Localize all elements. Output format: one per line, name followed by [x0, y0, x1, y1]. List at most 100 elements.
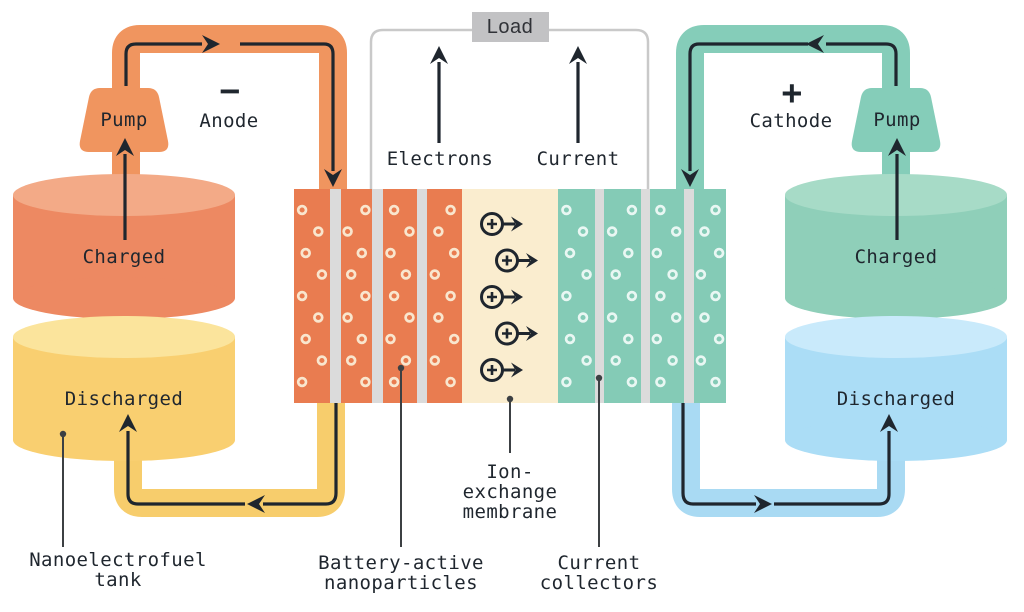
- right-pump-label: Pump: [873, 109, 921, 131]
- nanoparticle-icon: [345, 355, 357, 366]
- nanoparticle-icon: [448, 333, 460, 345]
- nanoparticle-icon: [429, 269, 441, 280]
- current-collector-stripes: [330, 189, 694, 403]
- nanoparticle-icon: [342, 312, 353, 323]
- nanoparticle-icon: [404, 226, 415, 237]
- nanoparticle-icon: [356, 333, 368, 345]
- nanoparticle-icon: [581, 269, 592, 280]
- left-discharged-tank: [13, 316, 235, 461]
- nanoparticle-icon: [342, 226, 353, 237]
- left-stack-to-tank-line-a: [263, 403, 338, 506]
- nanoparticle-icon: [655, 290, 666, 302]
- load-label: Load: [486, 16, 534, 38]
- arrow-up-icon: [116, 138, 134, 156]
- nanoparticle-icon: [345, 269, 357, 280]
- nanoparticle-icon: [385, 333, 396, 345]
- nanoparticle-icon: [695, 355, 707, 366]
- arrow-up-icon: [430, 46, 448, 64]
- nanoparticle-icon: [360, 204, 371, 216]
- right-charged-label: Charged: [854, 246, 938, 268]
- nanoparticle-icon: [667, 355, 678, 366]
- nanoparticle-icon: [360, 290, 371, 302]
- caption-line: collectors: [539, 572, 659, 594]
- current-label: Current: [536, 148, 620, 170]
- nanoparticle-icon: [695, 269, 707, 280]
- nanoparticle-icon: [445, 290, 456, 302]
- nanoelectrofuel-tank-caption: Nanoelectrofuel tank: [29, 550, 207, 590]
- arrow-left-icon: [806, 35, 824, 53]
- ions-layer: [480, 212, 538, 382]
- caption-leader-dots: [59, 364, 603, 438]
- nanoparticle-icon: [713, 333, 725, 345]
- cathode-plus-icon: +: [781, 73, 803, 113]
- nanoparticle-icon: [448, 247, 460, 259]
- nanoparticle-icon: [670, 226, 682, 237]
- nanoparticle-icon: [300, 333, 311, 345]
- left-pump: [79, 88, 169, 152]
- nanoparticle-icon: [296, 290, 308, 302]
- nanoparticle-icon: [577, 226, 589, 237]
- caption-line: tank: [94, 569, 142, 591]
- flow-arrowheads: [116, 35, 906, 513]
- caption-line: Nanoelectrofuel: [29, 549, 207, 571]
- nanoparticle-icon: [561, 290, 572, 302]
- nanoparticle-icon: [561, 376, 572, 388]
- nanoparticle-icon: [651, 333, 663, 345]
- right-discharged-tank: [785, 316, 1007, 461]
- nanoparticle-icon: [404, 312, 415, 323]
- cathode-label: Cathode: [749, 110, 833, 132]
- nanoparticle-icon: [626, 204, 638, 216]
- nanoparticle-icon: [710, 376, 721, 388]
- nanoparticle-icon: [670, 312, 682, 323]
- caption-line: membrane: [462, 501, 558, 523]
- caption-leader-lines: [62, 368, 600, 547]
- arrow-down-icon: [681, 169, 699, 187]
- right-stack-to-tank-line-b: [774, 431, 891, 506]
- flow-lines: [123, 42, 899, 506]
- nanoparticle-icon: [610, 269, 621, 280]
- nanoparticle-icon: [388, 204, 400, 216]
- nanoparticle-icon: [623, 247, 634, 259]
- nanoparticle-icon: [699, 226, 710, 237]
- nanoparticle-icon: [385, 247, 396, 259]
- nanoparticle-icon: [400, 355, 412, 366]
- nanoparticle-icon: [564, 333, 576, 345]
- nanoparticle-icon: [564, 247, 576, 259]
- nanoparticle-icon: [577, 312, 589, 323]
- nanoparticle-icon: [296, 376, 308, 388]
- nanoparticle-icon: [710, 290, 721, 302]
- nanoparticle-icon: [433, 312, 444, 323]
- nanoparticle-icon: [313, 312, 324, 323]
- left-stack-to-tank-line-b: [126, 431, 245, 506]
- arrow-right-icon: [754, 495, 772, 513]
- ion-plus-icon: [495, 248, 538, 273]
- nanoparticle-icon: [623, 333, 634, 345]
- left-discharged-tank-top: [13, 316, 235, 358]
- left-pump-to-stack-line-a: [124, 42, 202, 86]
- right-pump-to-stack-line-b: [688, 42, 808, 171]
- caption-line: Current: [557, 552, 641, 574]
- nanoparticle-icon: [445, 376, 456, 388]
- nanoparticle-icon: [655, 204, 666, 216]
- nanoparticle-icon: [655, 376, 666, 388]
- anode-minus-icon: −: [219, 71, 241, 111]
- arrow-up-icon: [119, 414, 137, 432]
- arrow-up-icon: [888, 138, 906, 156]
- ion-plus-icon: [495, 321, 538, 346]
- nanoparticles-layer: [296, 204, 725, 388]
- nanoparticle-icon: [606, 312, 618, 323]
- nanoparticle-icon: [713, 247, 725, 259]
- nanoparticle-icon: [388, 290, 400, 302]
- nanoparticle-icon: [356, 247, 368, 259]
- nanoparticle-icon: [300, 247, 311, 259]
- nanoparticle-icon: [316, 269, 328, 280]
- electrons-label: Electrons: [386, 148, 494, 170]
- nanoparticle-icon: [699, 312, 710, 323]
- left-charged-label: Charged: [82, 246, 166, 268]
- nanoparticle-icon: [581, 355, 592, 366]
- nanoparticle-icon: [606, 226, 618, 237]
- nanoparticle-icon: [400, 269, 412, 280]
- arrow-up-icon: [880, 414, 898, 432]
- anode-label: Anode: [199, 110, 259, 132]
